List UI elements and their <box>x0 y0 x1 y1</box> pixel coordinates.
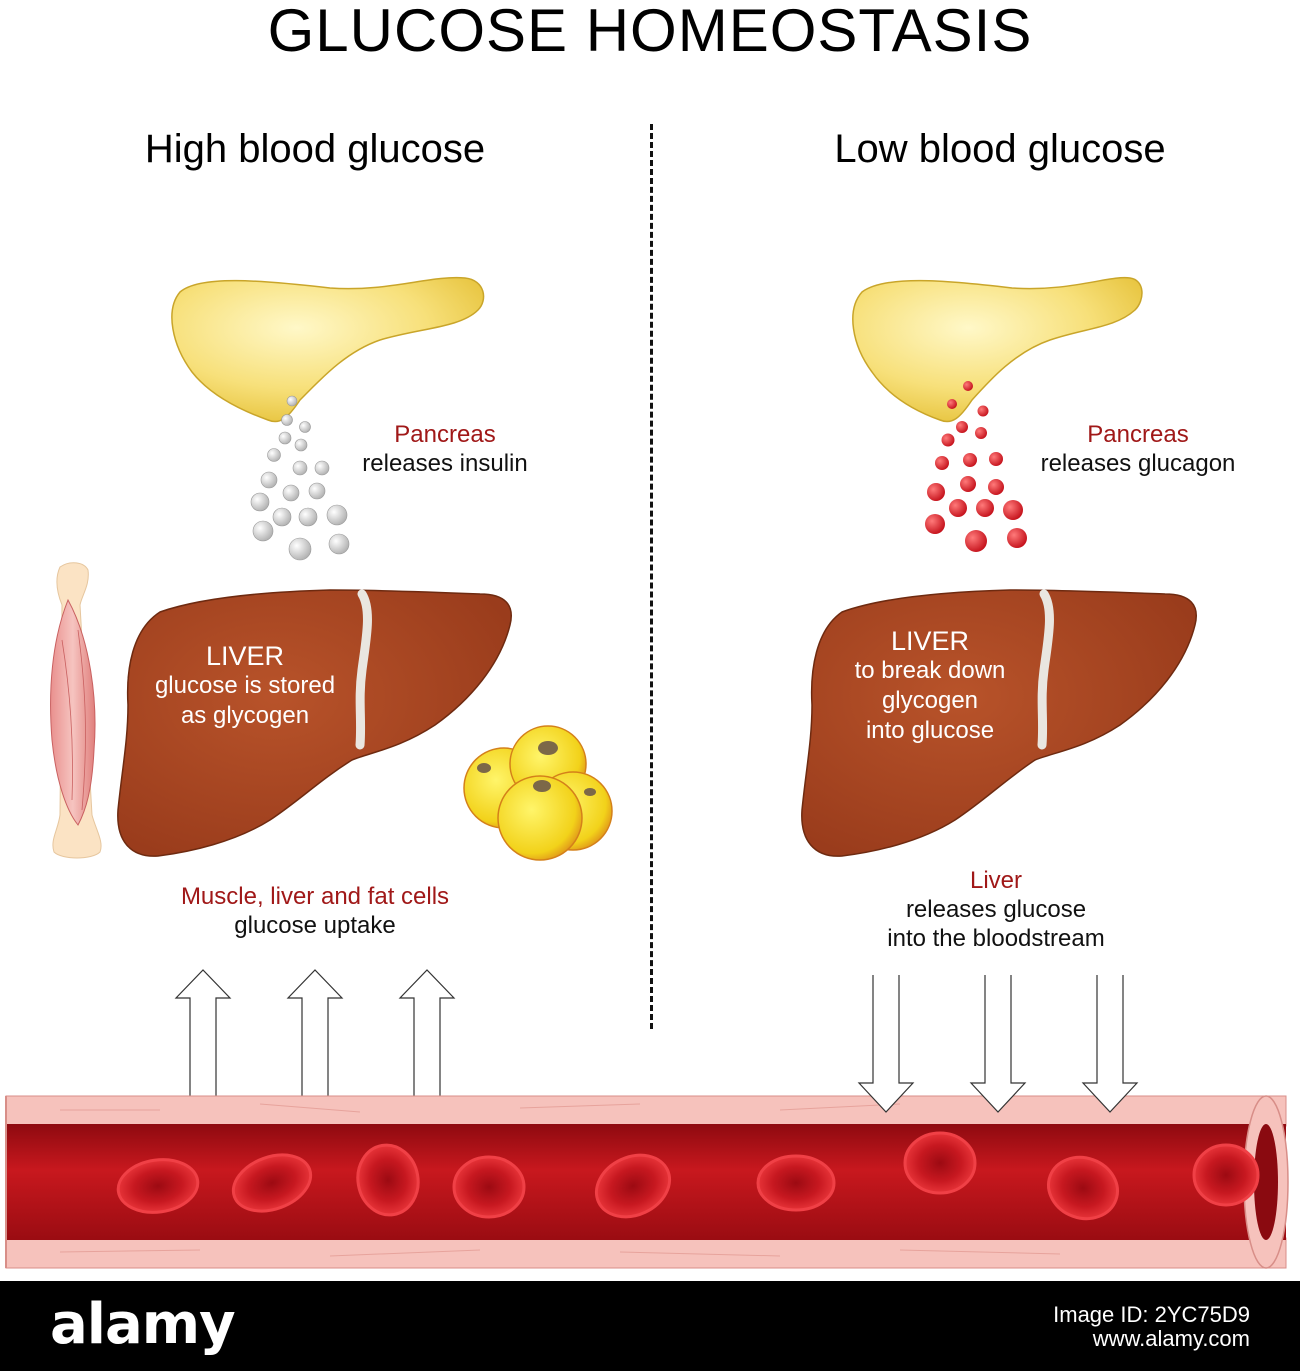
pancreas-label-left: Pancreas <box>394 421 496 448</box>
stock-footer-bar: alamy Image ID: 2YC75D9 www.alamy.com <box>0 1281 1300 1371</box>
red-blood-cells <box>116 1131 1260 1221</box>
footer-info: Image ID: 2YC75D9 www.alamy.com <box>1053 1303 1250 1351</box>
liver-left-line1: glucose is stored <box>154 672 336 699</box>
liver-right <box>801 589 1197 857</box>
low-glucose-heading: Low blood glucose <box>834 127 1166 171</box>
glucose-uptake-arrows <box>174 969 456 1099</box>
releases-glucagon-text: releases glucagon <box>1040 450 1236 477</box>
diagram-illustration <box>5 276 1289 1269</box>
liver-release-label: Liver releases glucose into the bloodstr… <box>856 866 1136 953</box>
site-url-text: www.alamy.com <box>1092 1326 1250 1351</box>
pancreas-left <box>171 276 485 423</box>
blood-vessel <box>5 1095 1289 1269</box>
liver-left-text: LIVER glucose is stored as glycogen <box>130 641 360 731</box>
liver-left-heading: LIVER <box>205 641 285 671</box>
pancreas-label-right: Pancreas <box>1087 421 1189 448</box>
page-title: GLUCOSE HOMEOSTASIS <box>267 0 1033 64</box>
cells-label-title: Muscle, liver and fat cells <box>180 883 450 910</box>
pancreas-glucagon-label: Pancreas releases glucagon <box>1018 420 1258 478</box>
pancreas-right <box>852 276 1143 423</box>
glucose-uptake-text: glucose uptake <box>234 912 396 939</box>
releases-insulin-text: releases insulin <box>362 450 528 477</box>
glucagon-granules <box>925 381 1027 552</box>
liver-right-text: LIVER to break down glycogen into glucos… <box>810 626 1050 746</box>
pancreas-insulin-label: Pancreas releases insulin <box>330 420 560 478</box>
liver-right-line2: glycogen <box>881 687 979 714</box>
fat-cells-illustration <box>463 725 613 861</box>
image-id-text: Image ID: 2YC75D9 <box>1053 1302 1250 1327</box>
liver-release-line1: releases glucose <box>905 896 1087 923</box>
panel-divider <box>650 124 653 1029</box>
alamy-logo: alamy <box>50 1292 236 1357</box>
liver-right-line3: into glucose <box>865 717 995 744</box>
liver-left <box>117 589 512 857</box>
liver-right-heading: LIVER <box>890 626 970 656</box>
glucose-release-arrows <box>857 975 1139 1113</box>
liver-release-title: Liver <box>969 867 1023 894</box>
cells-uptake-label: Muscle, liver and fat cells glucose upta… <box>110 882 520 940</box>
muscle-illustration <box>50 562 102 859</box>
high-glucose-heading: High blood glucose <box>144 127 486 171</box>
liver-right-line1: to break down <box>854 657 1006 684</box>
liver-left-line2: as glycogen <box>180 702 310 729</box>
liver-release-line2: into the bloodstream <box>887 925 1105 952</box>
insulin-granules <box>250 395 350 561</box>
